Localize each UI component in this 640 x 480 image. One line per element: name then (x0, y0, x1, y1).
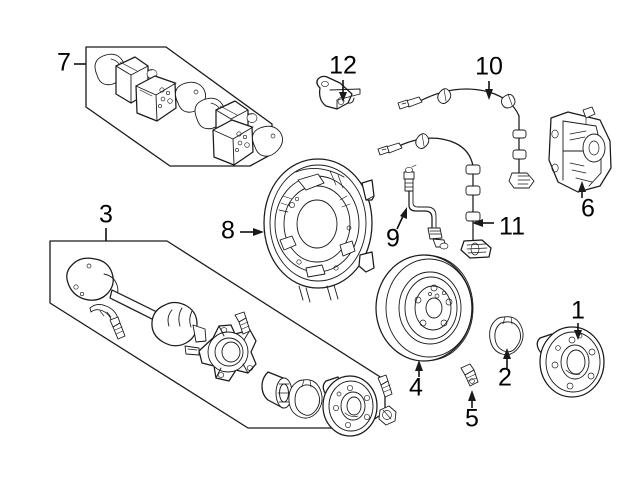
callout-label-10: 10 (475, 53, 503, 81)
callout-label-6: 6 (581, 195, 595, 223)
bearing-snap-ring (288, 379, 323, 419)
callout-7[interactable]: 7 (57, 49, 86, 77)
cv-clamp-bolt (109, 316, 126, 340)
callout-label-4: 4 (409, 374, 423, 402)
callout-label-5: 5 (465, 405, 479, 433)
cv-joint-outer-boot (66, 257, 119, 301)
abs-lower-grommet-2 (465, 164, 481, 175)
brake-hose-lower-fitting (427, 227, 449, 250)
wheel-bearing (261, 371, 293, 409)
callout-label-11: 11 (499, 213, 525, 241)
group-axle-shaft-assembly[interactable] (49, 240, 397, 437)
wheel-stud-bolt (377, 374, 393, 398)
knuckle-bolt (234, 311, 251, 335)
callout-label-3: 3 (99, 201, 113, 229)
brake-pad-clip-4 (251, 125, 283, 157)
lug-nut (378, 405, 397, 426)
brake-pad-4 (212, 119, 254, 166)
abs-lower-grommet-4 (465, 211, 481, 222)
callout-9[interactable]: 9 (386, 207, 407, 253)
abs-upper-grommet-1 (437, 88, 452, 104)
group-abs-sensor-lower[interactable] (377, 133, 492, 259)
group-snap-ring[interactable] (489, 316, 524, 356)
cv-joint-inner-boot (151, 301, 207, 347)
callout-11[interactable]: 11 (472, 213, 525, 241)
callout-label-12: 12 (329, 52, 357, 80)
callout-label-2: 2 (498, 364, 512, 392)
callout-12[interactable]: 12 (329, 52, 357, 102)
group-brake-caliper[interactable] (548, 106, 612, 193)
callout-label-1: 1 (571, 297, 585, 325)
axle-hub-flange-in-box (322, 375, 378, 437)
group-abs-sensor-upper[interactable] (397, 88, 535, 189)
callout-5[interactable]: 5 (465, 390, 479, 433)
callout-label-9: 9 (386, 225, 400, 253)
group-brake-pad-set[interactable] (85, 46, 283, 167)
callout-8[interactable]: 8 (221, 217, 264, 245)
steering-knuckle-carrier (184, 324, 257, 382)
abs-lower-sensor-head (460, 239, 492, 259)
group-hub-flange[interactable] (536, 326, 605, 398)
group-brake-backing-plate[interactable] (263, 158, 375, 303)
callout-10[interactable]: 10 (475, 53, 503, 100)
callout-4[interactable]: 4 (409, 360, 423, 402)
callout-1[interactable]: 1 (571, 297, 585, 340)
abs-lower-grommet-3 (465, 185, 481, 196)
abs-lower-connector (377, 142, 403, 156)
callout-6[interactable]: 6 (578, 181, 595, 223)
group-brake-rotor[interactable] (375, 254, 474, 362)
brake-pad-2 (135, 75, 177, 122)
callout-2[interactable]: 2 (498, 348, 512, 392)
group-brake-hose[interactable] (403, 164, 449, 250)
abs-upper-grommet-2 (500, 93, 516, 109)
abs-upper-grommet-3 (512, 129, 527, 139)
callout-label-8: 8 (221, 217, 235, 245)
abs-upper-grommet-4 (512, 149, 527, 160)
abs-upper-sensor-head (508, 172, 535, 189)
abs-upper-connector (397, 96, 423, 110)
callout-3[interactable]: 3 (99, 201, 113, 241)
callout-label-7: 7 (57, 49, 71, 77)
group-rotor-screw[interactable] (460, 363, 479, 387)
brake-hose-upper-fitting (403, 164, 417, 192)
abs-lower-grommet-1 (415, 133, 430, 149)
brake-pad-set-boundary-box (85, 46, 273, 167)
